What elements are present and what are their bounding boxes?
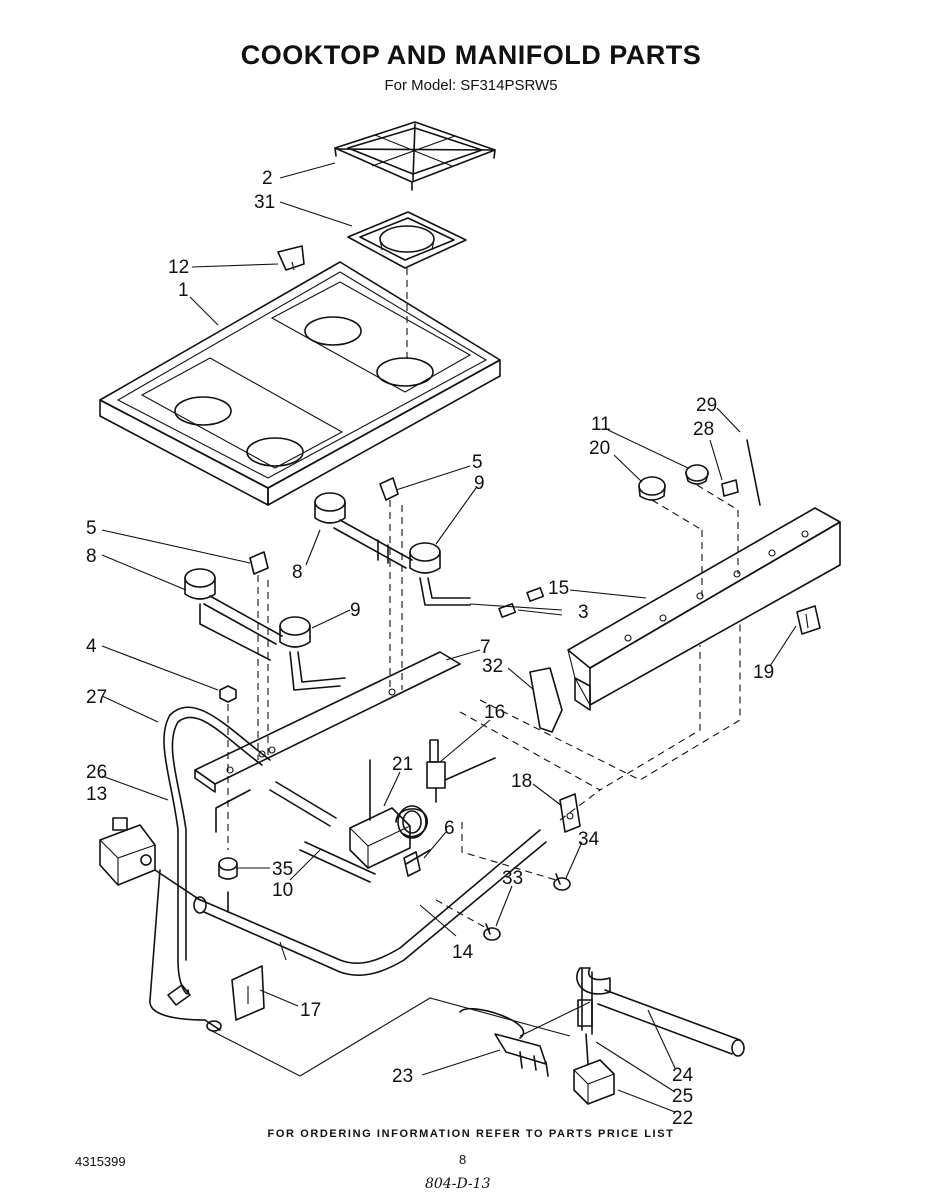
callout-15: 15	[548, 578, 569, 599]
manifold-bracket	[567, 507, 841, 711]
callout-7: 7	[480, 637, 491, 658]
assembly-guides	[257, 500, 741, 931]
pilot-igniter	[459, 1007, 549, 1077]
callout-5-rear: 5	[472, 452, 483, 473]
callout-5-front: 5	[86, 518, 97, 539]
callout-35: 35	[272, 859, 293, 880]
igniter-bracket	[559, 793, 581, 833]
callout-4: 4	[86, 636, 97, 657]
callout-8-rear: 8	[292, 562, 303, 583]
callout-6: 6	[444, 818, 455, 839]
page-number: 8	[459, 1152, 467, 1167]
callout-33: 33	[502, 868, 523, 889]
mounting-screw	[553, 873, 571, 891]
top-burner-front	[184, 568, 346, 691]
knob-clip	[746, 439, 761, 506]
callout-23: 23	[392, 1066, 413, 1087]
cooktop-panel	[99, 261, 501, 506]
callout-9-rear: 9	[474, 473, 485, 494]
oven-burner-manifold	[193, 829, 547, 976]
callout-16: 16	[484, 702, 505, 723]
control-knob	[638, 476, 703, 596]
gas-valve-assembly	[573, 1033, 615, 1105]
drip-bowl	[347, 211, 467, 360]
callout-25: 25	[672, 1086, 693, 1107]
callout-19: 19	[753, 662, 774, 683]
callout-28: 28	[693, 419, 714, 440]
knob-spring	[721, 479, 739, 497]
callout-31: 31	[254, 192, 275, 213]
callout-32: 32	[482, 656, 503, 677]
callout-1: 1	[178, 280, 189, 301]
knob-insert	[685, 464, 739, 574]
igniter	[426, 739, 496, 803]
burner-clip	[249, 477, 399, 575]
top-burner-rear	[314, 492, 471, 606]
manifold-pipe	[194, 651, 461, 793]
callout-14: 14	[452, 942, 474, 963]
callout-11: 11	[591, 414, 611, 435]
callout-17: 17	[300, 1000, 321, 1021]
callout-22: 22	[672, 1108, 693, 1129]
oven-valve	[215, 759, 428, 883]
callout-12: 12	[168, 257, 189, 278]
igniter-switch	[796, 605, 821, 635]
callout-34: 34	[578, 829, 600, 850]
pressure-regulator	[99, 817, 201, 901]
callout-18: 18	[511, 771, 532, 792]
ordering-note: FOR ORDERING INFORMATION REFER TO PARTS …	[267, 1128, 675, 1140]
thermostat-bulb	[403, 849, 431, 877]
leader-lines	[101, 162, 797, 1113]
side-bracket	[529, 667, 563, 733]
callout-24: 24	[672, 1065, 694, 1086]
document-number: 4315399	[75, 1154, 126, 1169]
callout-9-front: 9	[350, 600, 361, 621]
callout-26: 26	[86, 762, 107, 783]
callout-29: 29	[696, 395, 717, 416]
mounting-bracket	[231, 965, 265, 1021]
callout-2: 2	[262, 168, 273, 189]
burner-grate	[334, 121, 496, 191]
callout-20: 20	[589, 438, 610, 459]
broil-burner	[576, 967, 745, 1057]
burner-orifice	[498, 587, 545, 618]
handwritten-code: 804-D-13	[425, 1176, 491, 1192]
gas-tubing	[149, 706, 271, 1032]
cooktop-bracket	[277, 245, 305, 271]
pipe-fitting	[218, 857, 238, 913]
page-title: COOKTOP AND MANIFOLD PARTS	[240, 40, 702, 70]
callout-13: 13	[86, 784, 107, 805]
assembly-reference-lines	[209, 997, 591, 1077]
callout-8-front: 8	[86, 546, 97, 567]
callout-3: 3	[578, 602, 589, 623]
callout-10: 10	[272, 880, 293, 901]
model-subtitle: For Model: SF314PSRW5	[384, 77, 558, 94]
burner-orifice-holder	[577, 999, 593, 1027]
callout-labels: 2 31 12 1 29 11 28 20 5 9 5 8 8 15 3 9 1…	[86, 168, 774, 1129]
callout-27: 27	[86, 687, 107, 708]
callout-21: 21	[392, 754, 413, 775]
mounting-screw	[483, 923, 501, 941]
